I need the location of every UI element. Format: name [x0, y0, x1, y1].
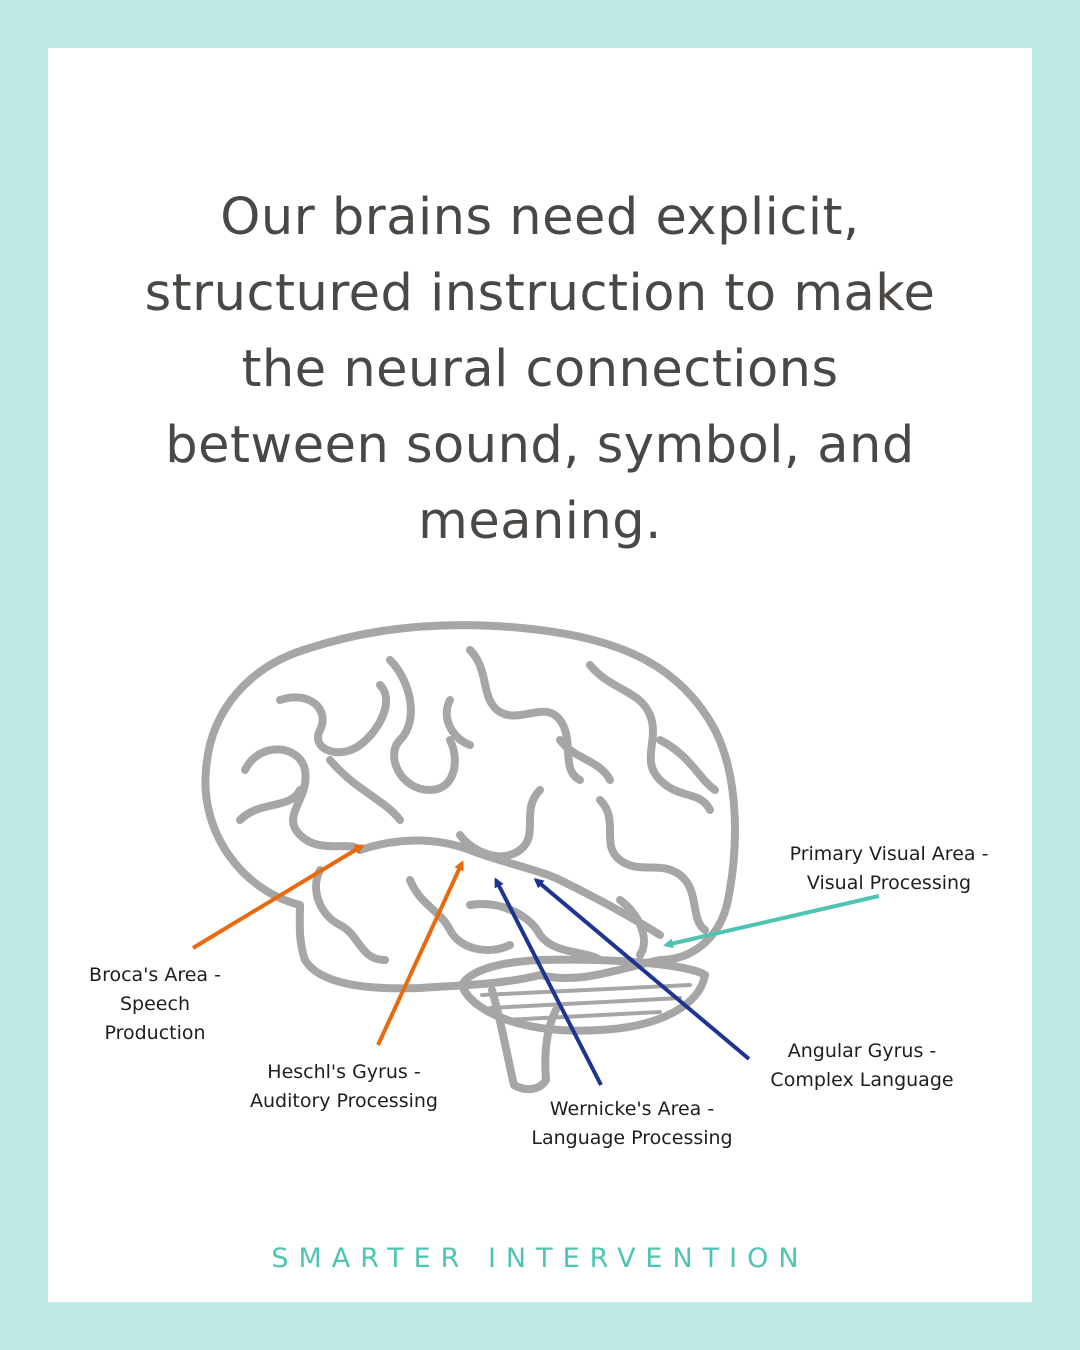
label-wernicke-line2: Language Processing: [531, 1127, 733, 1149]
headline-line-1: Our brains need explicit,: [220, 188, 860, 248]
label-angular-line2: Complex Language: [770, 1069, 954, 1091]
label-heschl: Heschl's Gyrus - Auditory Processing: [230, 1058, 458, 1116]
label-angular-line1: Angular Gyrus -: [787, 1040, 937, 1062]
angular-arrow: [533, 878, 751, 1061]
content-card: [48, 48, 1032, 1302]
headline: Our brains need explicit, structured ins…: [60, 180, 1020, 560]
headline-line-2: structured instruction to make: [144, 264, 936, 324]
headline-line-3: the neural connections: [241, 340, 839, 400]
label-heschl-line1: Heschl's Gyrus -: [267, 1061, 421, 1083]
visual-arrow: [663, 894, 880, 949]
label-broca-line2: Speech: [120, 993, 190, 1015]
label-visual-line1: Primary Visual Area -: [789, 843, 989, 865]
label-visual-line2: Visual Processing: [806, 872, 972, 894]
brand-name: SMARTER INTERVENTION: [271, 1243, 809, 1274]
label-heschl-line2: Auditory Processing: [249, 1090, 438, 1112]
broca-arrow: [191, 844, 365, 950]
label-wernicke: Wernicke's Area - Language Processing: [512, 1095, 752, 1153]
label-broca-line1: Broca's Area -: [89, 964, 221, 986]
heschl-arrow: [376, 860, 464, 1046]
brain-icon: [201, 621, 739, 1094]
label-broca-line3: Production: [104, 1022, 206, 1044]
wernicke-arrow: [494, 877, 603, 1086]
headline-line-5: meaning.: [418, 492, 662, 552]
label-angular: Angular Gyrus - Complex Language: [747, 1037, 977, 1095]
label-visual: Primary Visual Area - Visual Processing: [768, 840, 1010, 898]
label-wernicke-line1: Wernicke's Area -: [549, 1098, 715, 1120]
headline-line-4: between sound, symbol, and: [165, 416, 915, 476]
label-broca: Broca's Area - Speech Production: [70, 961, 240, 1048]
